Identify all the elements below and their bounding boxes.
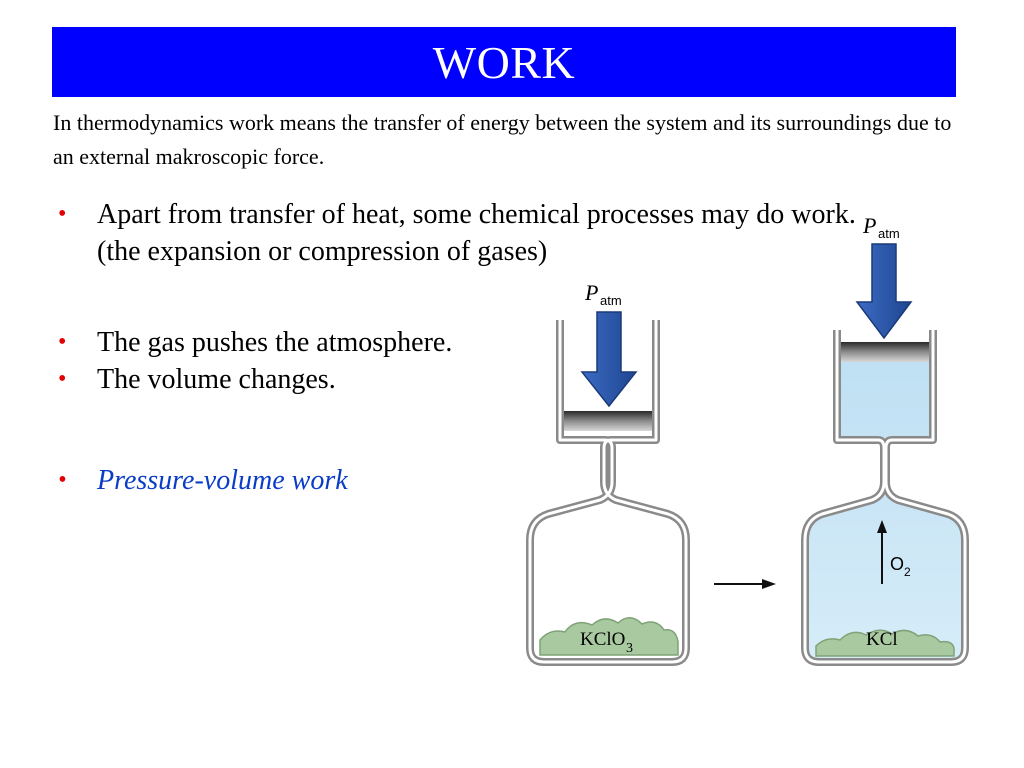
bullet-marker: • bbox=[58, 366, 67, 392]
bullet-item: • The gas pushes the atmosphere. bbox=[58, 324, 858, 361]
bullet-text: The volume changes. bbox=[97, 364, 336, 395]
left-pressure-arrow bbox=[580, 311, 638, 408]
right-pressure-subscript: atm bbox=[878, 226, 900, 241]
oxygen-subscript: 2 bbox=[904, 565, 911, 579]
oxygen-label: O bbox=[890, 554, 904, 574]
bullet-text: The gas pushes the atmosphere. bbox=[97, 327, 453, 358]
reaction-arrow bbox=[714, 579, 776, 589]
right-substance-label: KCl bbox=[866, 629, 898, 650]
bullet-text: Apart from transfer of heat, some chemic… bbox=[97, 199, 856, 267]
bullet-text: Pressure-volume work bbox=[97, 465, 348, 496]
right-flask-inner bbox=[803, 330, 967, 664]
left-pressure-label: P bbox=[584, 280, 598, 305]
slide-title: WORK bbox=[52, 27, 956, 97]
left-pressure-subscript: atm bbox=[600, 293, 622, 308]
right-pressure-label: P bbox=[862, 213, 876, 238]
left-substance-subscript: 3 bbox=[626, 641, 633, 656]
left-substance-label: KClO bbox=[580, 629, 625, 650]
oxygen-up-arrow bbox=[877, 520, 887, 584]
left-salt bbox=[539, 617, 679, 656]
bullet-marker: • bbox=[58, 329, 67, 355]
right-piston bbox=[841, 342, 929, 362]
right-apparatus: P atm O 2 KCl bbox=[801, 213, 969, 666]
intro-text: In thermodynamics work means the transfe… bbox=[53, 110, 952, 169]
bullet-item: • Pressure-volume work bbox=[58, 462, 858, 499]
left-apparatus: P atm KClO 3 bbox=[526, 280, 690, 666]
right-pressure-arrow bbox=[855, 243, 913, 340]
bullet-marker: • bbox=[58, 467, 67, 493]
left-flask-inner bbox=[528, 320, 688, 664]
right-salt bbox=[815, 629, 955, 657]
left-piston bbox=[564, 411, 652, 431]
bullet-item: • The volume changes. bbox=[58, 361, 858, 398]
right-gas-fill bbox=[808, 360, 962, 660]
bullet-marker: • bbox=[58, 201, 67, 227]
bullet-list: • Apart from transfer of heat, some chemi… bbox=[58, 196, 858, 499]
bullet-item: • Apart from transfer of heat, some chemi… bbox=[58, 196, 858, 270]
